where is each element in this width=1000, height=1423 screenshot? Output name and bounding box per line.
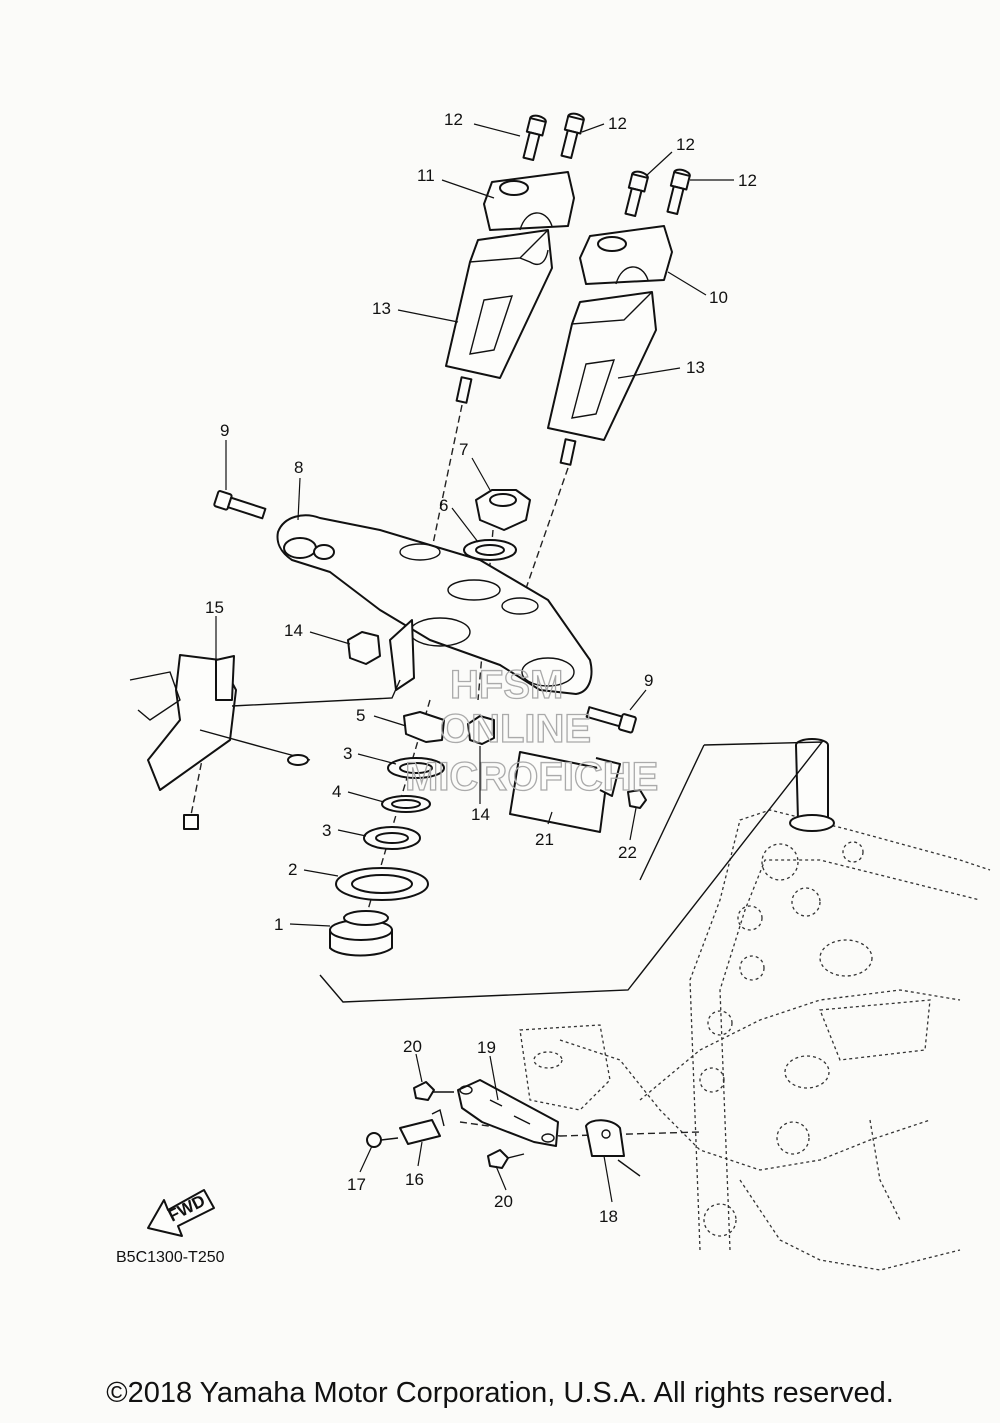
callout-12: 12 [608,114,627,133]
watermark-line-3: MICROFICHE [405,755,658,799]
fwd-arrow: FWD [147,1189,215,1237]
callout-13: 13 [686,358,705,377]
watermark-line-1: HFSM [450,663,563,707]
callout-12: 12 [738,171,757,190]
watermark: HFSM ONLINE MICROFICHE [404,662,659,799]
handlebar-holder-right [547,291,657,466]
sensor-18 [585,1119,641,1177]
copyright-notice: ©2018 Yamaha Motor Corporation, U.S.A. A… [106,1377,894,1409]
detail-box-outline [319,741,824,1003]
callout-17: 17 [347,1175,366,1194]
callout-11: 11 [417,166,435,185]
callout-12: 12 [444,110,463,129]
upper-holder-11 [483,171,575,231]
bearing-1 [329,910,393,957]
callout-22: 22 [618,843,637,862]
clamp-16 [399,1108,445,1145]
cable-guide-5 [403,711,445,743]
nut-14-left [347,631,381,665]
handlebar-holder-left [445,229,553,404]
bolt-9-right [585,706,637,734]
callout-10: 10 [709,288,728,307]
callout-6: 6 [439,496,448,515]
cover-21 [509,751,621,833]
callout-2: 2 [288,860,297,879]
callout-7: 7 [459,440,468,459]
callout-16: 16 [405,1170,424,1189]
bolt-17 [366,1132,399,1148]
callout-20: 20 [494,1192,513,1211]
washer-6 [463,539,517,561]
dust-seal-2 [335,867,429,901]
upper-holder-10 [579,225,673,285]
ring-nut-3-lower [363,826,421,850]
bolt-22 [627,789,647,809]
callout-9: 9 [220,421,229,440]
bolts-12 [522,112,691,218]
callout-5: 5 [356,706,365,725]
callout-3: 3 [343,744,352,763]
callout-20: 20 [403,1037,422,1056]
nut-14-right [467,715,495,745]
bracket-15 [129,654,401,830]
bolt-9-left [213,490,267,520]
upper-bracket [276,514,593,695]
bolt-20-lower [487,1149,525,1169]
washer-4 [381,795,431,813]
watermark-line-2: ONLINE [440,707,591,751]
callouts: 12 12 12 12 11 10 13 13 9 8 7 6 15 14 5 … [205,110,757,1226]
callout-18: 18 [599,1207,618,1226]
nut-7 [475,489,531,531]
callout-14: 14 [284,621,303,640]
bolt-20-upper [413,1081,454,1101]
callout-13: 13 [372,299,391,318]
callout-8: 8 [294,458,303,477]
callout-14: 14 [471,805,490,824]
callout-3: 3 [322,821,331,840]
diagram-code: B5C1300-T250 [116,1249,225,1266]
callout-4: 4 [332,782,341,801]
callout-12: 12 [676,135,695,154]
callout-9: 9 [644,671,653,690]
frame-illustration [519,738,991,1271]
bracket-19 [457,1079,559,1147]
leader-lines [215,123,734,1203]
callout-21: 21 [535,830,554,849]
ring-nut-3-upper [387,757,445,779]
callout-1: 1 [274,915,283,934]
callout-15: 15 [205,598,224,617]
callout-19: 19 [477,1038,496,1057]
